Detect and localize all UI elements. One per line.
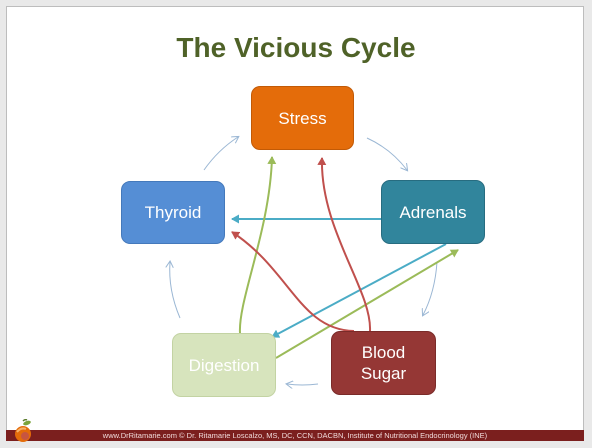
arrow-adrenals-to-digestion (271, 243, 447, 338)
footer-bar: www.DrRitamarie.com © Dr. Ritamarie Losc… (6, 430, 584, 441)
fruit-logo-icon (12, 418, 34, 448)
arrow-digestion-to-adrenals (275, 249, 459, 359)
node-adrenals: Adrenals (381, 180, 485, 244)
cycle-arrow-digestion-to-thyroid (170, 262, 181, 319)
node-stress-label: Stress (278, 108, 327, 128)
node-thyroid: Thyroid (121, 181, 225, 244)
cycle-arrow-blood-sugar-to-digestion (287, 384, 319, 385)
cycle-arrow-thyroid-to-stress (203, 137, 238, 171)
node-thyroid-label: Thyroid (144, 203, 202, 222)
node-stress: Stress (251, 86, 354, 150)
slide (6, 6, 584, 436)
cycle-arrow-stress-to-adrenals (366, 137, 407, 170)
node-blood-sugar-label: Blood Sugar (360, 343, 407, 383)
node-blood-sugar: Blood Sugar (331, 331, 436, 395)
arrow-digestion-to-stress (238, 156, 277, 334)
arrow-blood-sugar-to-stress (317, 157, 372, 332)
node-digestion: Digestion (172, 333, 276, 397)
node-adrenals-label: Adrenals (399, 202, 467, 222)
arrow-blood-sugar-to-thyroid (231, 231, 355, 332)
footer-text: www.DrRitamarie.com © Dr. Ritamarie Losc… (102, 431, 488, 440)
cycle-arrow-adrenals-to-blood-sugar (423, 261, 438, 315)
slide-title: The Vicious Cycle (176, 32, 416, 63)
node-digestion-label: Digestion (188, 355, 260, 375)
